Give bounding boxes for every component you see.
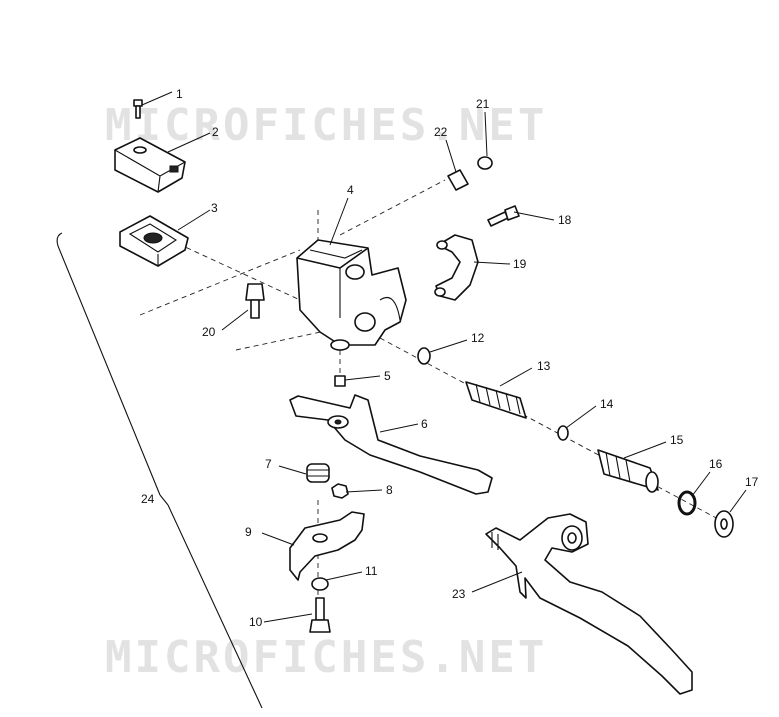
callout-17: 17 <box>745 475 759 489</box>
part-9-bracket <box>289 511 365 581</box>
part-18-screw <box>487 205 520 227</box>
callout-4: 4 <box>347 183 354 197</box>
assembly-bracket-24 <box>56 232 263 709</box>
callout-20: 20 <box>202 325 216 339</box>
callout-21: 21 <box>476 97 490 111</box>
callout-19: 19 <box>513 257 527 271</box>
callout-24: 24 <box>141 492 155 506</box>
callout-labels: 1 2 3 4 5 6 7 8 9 10 11 12 13 14 15 16 1… <box>141 87 759 629</box>
callout-22: 22 <box>434 125 448 139</box>
callout-23: 23 <box>452 587 466 601</box>
callout-9: 9 <box>245 525 252 539</box>
callout-8: 8 <box>386 483 393 497</box>
callout-16: 16 <box>709 457 723 471</box>
part-10-bolt <box>309 597 331 633</box>
watermark-bottom: MICROFICHES.NET <box>105 632 547 683</box>
part-15-piston <box>597 449 659 493</box>
leader-lines <box>141 91 747 623</box>
part-11-washer <box>311 577 329 591</box>
part-20-bolt <box>245 283 265 319</box>
alignment-lines <box>139 179 721 600</box>
callout-14: 14 <box>600 397 614 411</box>
callout-13: 13 <box>537 359 551 373</box>
callout-7: 7 <box>265 457 272 471</box>
callout-12: 12 <box>471 331 485 345</box>
part-8-nut <box>331 483 349 499</box>
callout-11: 11 <box>365 564 378 578</box>
callout-3: 3 <box>211 201 218 215</box>
watermark-top: MICROFICHES.NET <box>105 100 547 151</box>
part-17-washer <box>714 510 734 538</box>
callout-2: 2 <box>212 125 219 139</box>
part-4-master-cylinder <box>296 239 407 351</box>
part-3-diaphragm <box>119 215 189 267</box>
part-6-brake-lever <box>289 394 493 495</box>
callout-5: 5 <box>384 369 391 383</box>
part-5-nut <box>334 375 346 387</box>
part-14-washer <box>557 425 569 441</box>
part-22-fitting <box>447 169 469 191</box>
callout-6: 6 <box>421 417 428 431</box>
callout-18: 18 <box>558 213 572 227</box>
part-19-clamp <box>434 234 479 301</box>
part-13-spring <box>465 381 527 419</box>
part-21-cap <box>477 156 493 170</box>
callout-10: 10 <box>249 615 263 629</box>
callout-1: 1 <box>176 87 183 101</box>
part-7-spring <box>306 463 330 483</box>
part-2-reservoir-cover <box>114 137 186 193</box>
part-16-o-ring <box>677 490 697 516</box>
part-12-washer <box>417 347 431 365</box>
callout-15: 15 <box>670 433 684 447</box>
part-23-lever-assembly <box>485 513 693 695</box>
part-1-screw <box>133 99 143 119</box>
